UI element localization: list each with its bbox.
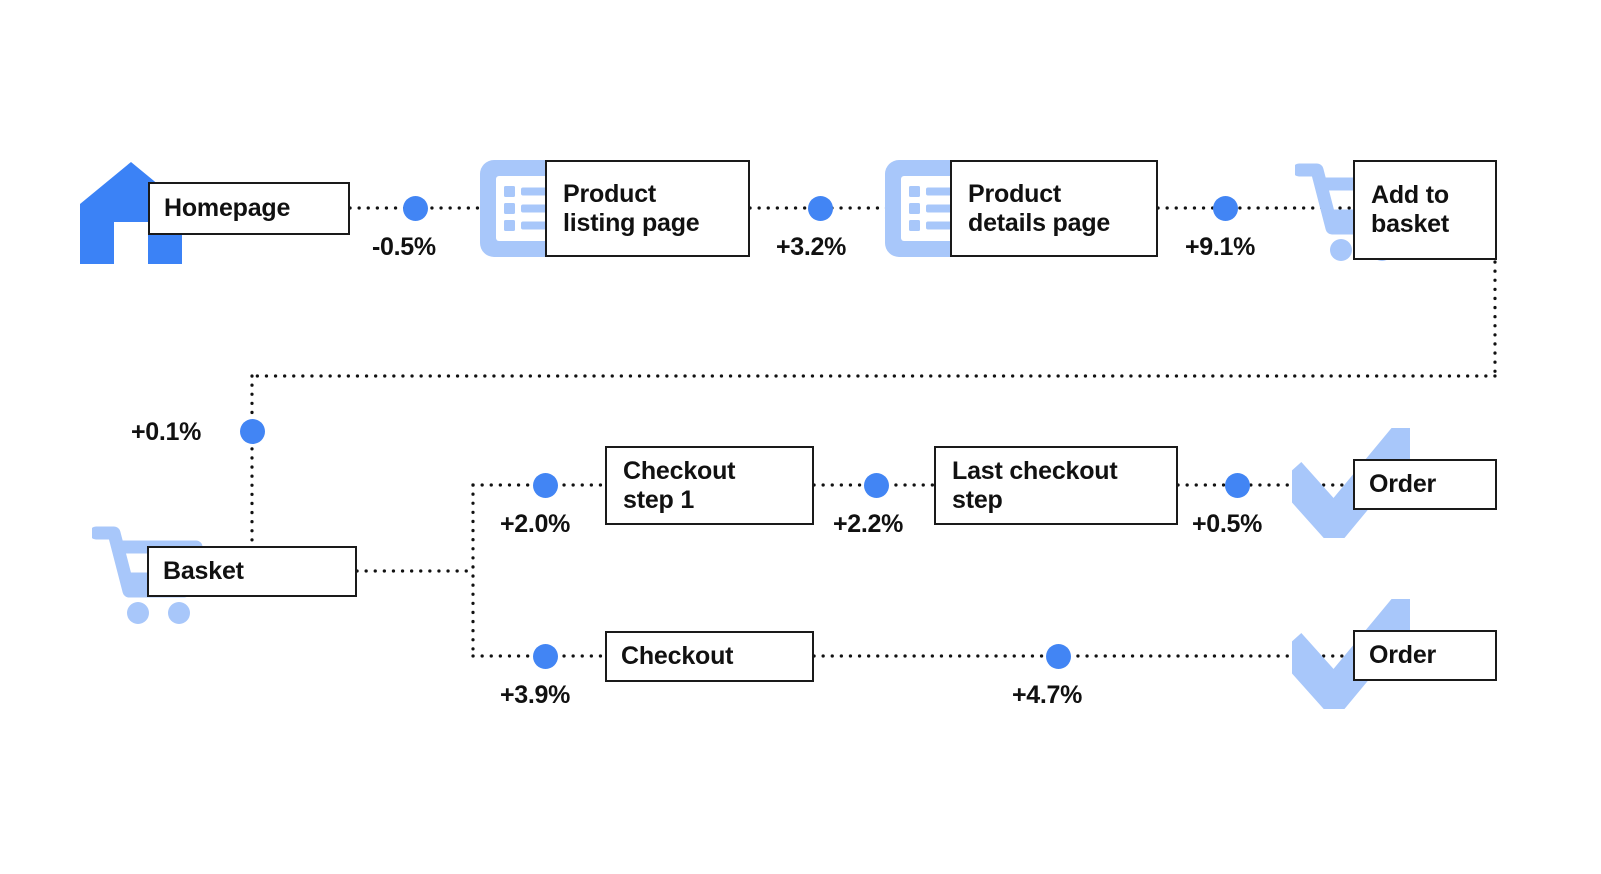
edge-value-basket-to-checkout: +3.9% bbox=[500, 681, 571, 709]
node-homepage[interactable]: Homepage bbox=[148, 182, 350, 235]
node-label: Checkout bbox=[621, 642, 734, 670]
node-label: Product details page bbox=[968, 179, 1111, 237]
node-label: Basket bbox=[163, 557, 244, 585]
node-label: Order bbox=[1369, 641, 1437, 669]
node-checkout[interactable]: Checkout bbox=[605, 631, 814, 682]
edge-value-basket-to-checkoutstep1: +2.0% bbox=[500, 510, 571, 538]
edge-dot-details-to-addtobasket[interactable] bbox=[1213, 196, 1238, 221]
edge-value-listing-to-details: +3.2% bbox=[776, 233, 847, 261]
node-label: Homepage bbox=[164, 194, 291, 222]
node-product-listing[interactable]: Product listing page bbox=[545, 160, 750, 257]
edge-value-checkoutstep1-to-last: +2.2% bbox=[833, 510, 904, 538]
edge-value-homepage-to-listing: -0.5% bbox=[372, 233, 436, 261]
edge-dot-basket-to-checkoutstep1[interactable] bbox=[533, 473, 558, 498]
edge-value-last-to-order-top: +0.5% bbox=[1192, 510, 1263, 538]
edge-value-addtobasket-to-basket: +0.1% bbox=[131, 418, 202, 446]
edge-dot-checkoutstep1-to-last[interactable] bbox=[864, 473, 889, 498]
edge-dot-homepage-to-listing[interactable] bbox=[403, 196, 428, 221]
node-label: Add to basket bbox=[1371, 181, 1450, 238]
edge-value-checkout-to-order: +4.7% bbox=[1012, 681, 1083, 709]
edge-dot-addtobasket-to-basket[interactable] bbox=[240, 419, 265, 444]
node-label: Order bbox=[1369, 470, 1437, 498]
node-label: Product listing page bbox=[563, 179, 700, 237]
edge-value-details-to-addtobasket: +9.1% bbox=[1185, 233, 1256, 261]
edge-dot-basket-to-checkout[interactable] bbox=[533, 644, 558, 669]
node-add-to-basket[interactable]: Add to basket bbox=[1353, 160, 1497, 260]
node-basket[interactable]: Basket bbox=[147, 546, 357, 597]
node-label: Checkout step 1 bbox=[623, 456, 736, 514]
node-order-top[interactable]: Order bbox=[1353, 459, 1497, 510]
node-checkout-step-1[interactable]: Checkout step 1 bbox=[605, 446, 814, 525]
edge-dot-checkout-to-order[interactable] bbox=[1046, 644, 1071, 669]
node-product-details[interactable]: Product details page bbox=[950, 160, 1158, 257]
edge-dot-last-to-order-top[interactable] bbox=[1225, 473, 1250, 498]
node-order-bottom[interactable]: Order bbox=[1353, 630, 1497, 681]
node-last-checkout-step[interactable]: Last checkout step bbox=[934, 446, 1178, 525]
edge-dot-listing-to-details[interactable] bbox=[808, 196, 833, 221]
node-label: Last checkout step bbox=[952, 456, 1118, 514]
